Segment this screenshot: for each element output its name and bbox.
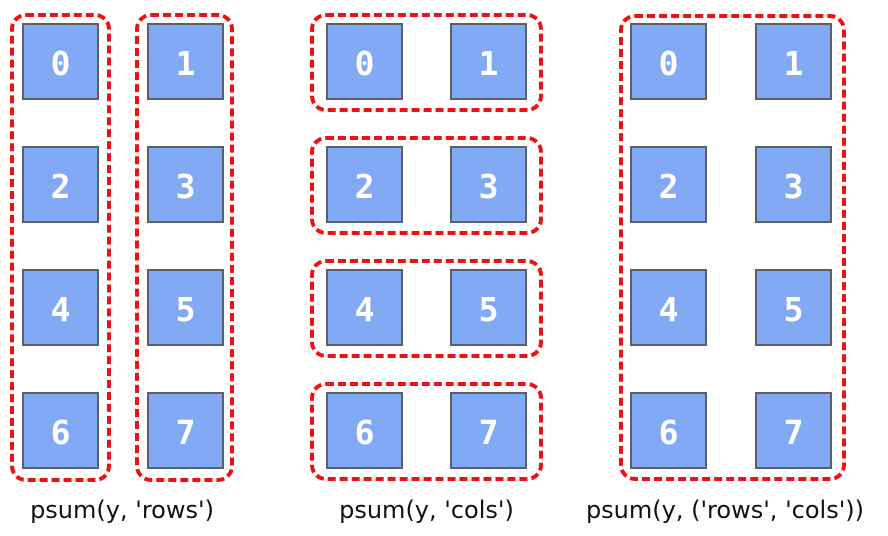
device-square: 4 <box>22 269 99 346</box>
panel-psum-cols: 0 1 2 3 4 5 6 7 psum(y, 'cols') <box>310 0 543 536</box>
device-square: 0 <box>630 23 707 100</box>
group-outline-row-2 <box>310 136 543 235</box>
panel-label-psum-rows: psum(y, 'rows') <box>30 496 214 524</box>
device-square: 1 <box>147 23 224 100</box>
device-square: 7 <box>755 392 832 469</box>
group-outline-row-4 <box>310 382 543 481</box>
device-square: 3 <box>450 146 527 223</box>
panel-psum-rows-cols: 0 1 2 3 4 5 6 7 psum(y, ('rows', 'cols')… <box>565 0 885 536</box>
device-square: 0 <box>326 23 403 100</box>
device-square: 4 <box>326 269 403 346</box>
device-square: 5 <box>147 269 224 346</box>
panel-label-psum-cols: psum(y, 'cols') <box>339 496 514 524</box>
panel-psum-rows: 0 1 2 3 4 5 6 7 psum(y, 'rows') <box>10 0 234 536</box>
group-outline-column-2 <box>135 13 234 482</box>
device-square: 0 <box>22 23 99 100</box>
group-outline-row-3 <box>310 259 543 358</box>
device-square: 5 <box>450 269 527 346</box>
device-square: 3 <box>755 146 832 223</box>
device-square: 7 <box>450 392 527 469</box>
group-outline-column-1 <box>10 13 111 482</box>
device-square: 5 <box>755 269 832 346</box>
device-square: 2 <box>326 146 403 223</box>
group-outline-all <box>619 14 846 481</box>
device-square: 7 <box>147 392 224 469</box>
device-square: 6 <box>326 392 403 469</box>
device-square: 1 <box>755 23 832 100</box>
panel-label-psum-rows-cols: psum(y, ('rows', 'cols')) <box>585 496 865 524</box>
device-square: 1 <box>450 23 527 100</box>
group-outline-row-1 <box>310 13 543 112</box>
device-square: 6 <box>630 392 707 469</box>
device-square: 6 <box>22 392 99 469</box>
device-square: 3 <box>147 146 224 223</box>
device-square: 4 <box>630 269 707 346</box>
device-square: 2 <box>630 146 707 223</box>
device-square: 2 <box>22 146 99 223</box>
